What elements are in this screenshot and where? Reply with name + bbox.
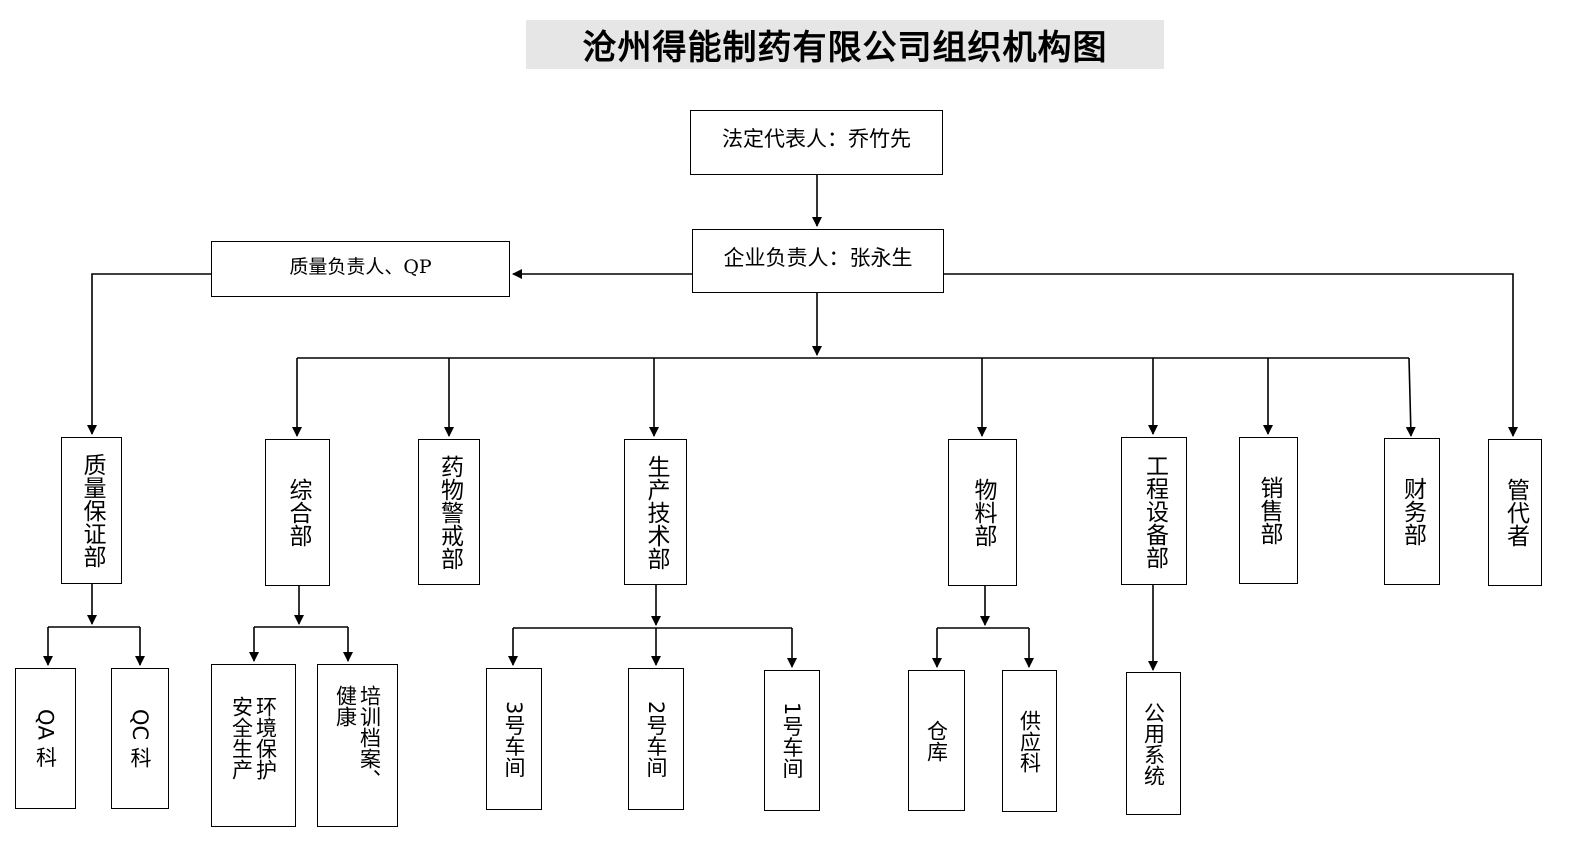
warehouse-box: 仓库 <box>908 670 965 811</box>
ehs-label: 环境保护安全生产 <box>229 695 278 780</box>
warehouse-label: 仓库 <box>924 719 949 762</box>
quality-head-label: 质量负责人、QP <box>289 256 432 278</box>
connector-enterprise-to-custodian <box>943 273 1518 437</box>
workshop-1-label: 1号车间 <box>780 702 804 779</box>
finance-dept-label: 财务部 <box>1399 477 1426 546</box>
custodian-box: 管代者 <box>1488 439 1542 586</box>
pv-dept-box: 药物警戒部 <box>418 439 480 585</box>
general-dept-label: 综合部 <box>285 478 311 547</box>
quality-head-box: 质量负责人、QP <box>211 241 510 297</box>
supply-label: 供应科 <box>1017 709 1042 773</box>
workshop-2-box: 2号车间 <box>628 668 684 810</box>
archive-training-label: 培训档案、健康 <box>333 684 382 790</box>
pv-dept-label: 药物警戒部 <box>436 454 463 570</box>
materials-dept-label: 物料部 <box>970 478 996 547</box>
engineering-dept-label: 工程设备部 <box>1141 453 1168 569</box>
sales-dept-label: 销售部 <box>1256 476 1282 545</box>
materials-dept-box: 物料部 <box>948 439 1017 586</box>
page-title: 沧州得能制药有限公司组织机构图 <box>526 20 1164 69</box>
production-dept-box: 生产技术部 <box>624 439 687 585</box>
archive-training-box: 培训档案、健康 <box>317 664 398 827</box>
legal-representative-label: 法定代表人：乔竹先 <box>722 127 911 151</box>
utilities-box: 公用系统 <box>1126 672 1181 815</box>
enterprise-head-label: 企业负责人：张永生 <box>723 246 913 270</box>
engineering-dept-box: 工程设备部 <box>1121 437 1187 585</box>
qc-section-box: QC 科 <box>111 668 169 809</box>
qa-section-box: QA 科 <box>15 668 76 809</box>
finance-dept-box: 财务部 <box>1384 438 1440 585</box>
custodian-label: 管代者 <box>1502 478 1529 547</box>
drop-finance-dept <box>1405 357 1416 437</box>
enterprise-head-box: 企业负责人：张永生 <box>692 229 944 293</box>
legal-representative-box: 法定代表人：乔竹先 <box>690 110 943 175</box>
qc-section-label: QC 科 <box>128 709 152 768</box>
qa-dept-box: 质量保证部 <box>61 437 122 584</box>
ehs-box: 环境保护安全生产 <box>211 664 296 827</box>
production-dept-label: 生产技术部 <box>643 454 669 570</box>
qa-section-label: QA 科 <box>33 709 58 768</box>
utilities-label: 公用系统 <box>1141 701 1166 786</box>
workshop-2-label: 2号车间 <box>644 700 668 778</box>
supply-box: 供应科 <box>1002 670 1057 812</box>
general-dept-box: 综合部 <box>265 439 330 586</box>
qa-dept-label: 质量保证部 <box>79 453 105 568</box>
connector-quality-to-qa-dept <box>87 273 211 435</box>
workshop-3-box: 3号车间 <box>486 668 542 810</box>
workshop-3-label: 3号车间 <box>502 700 526 778</box>
sales-dept-box: 销售部 <box>1239 437 1298 584</box>
workshop-1-box: 1号车间 <box>764 670 820 811</box>
